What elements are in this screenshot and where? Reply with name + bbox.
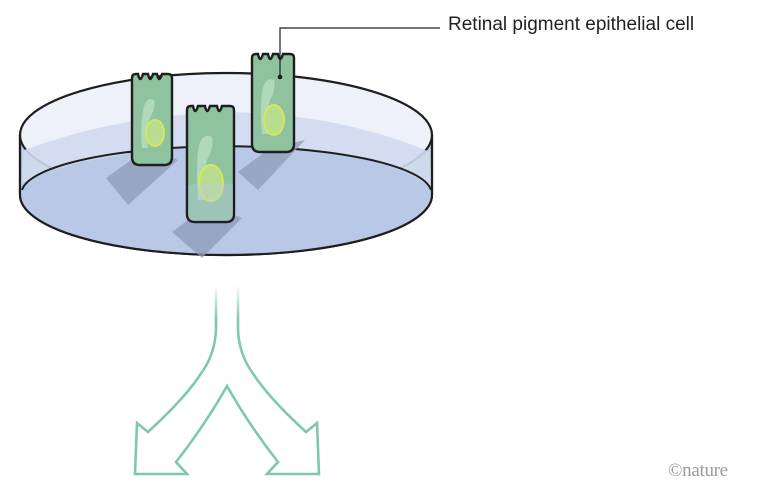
- petri-dish: [18, 71, 434, 257]
- cell-submerged-tint: [188, 182, 233, 221]
- rpe-cell: [130, 72, 174, 167]
- nucleus: [198, 164, 224, 202]
- diverging-arrow-icon: [133, 285, 321, 476]
- dish-outer-bottom: [18, 194, 434, 257]
- nucleus: [145, 119, 165, 147]
- nucleus: [263, 104, 285, 136]
- cell-body: [250, 52, 296, 154]
- rpe-cell: [185, 104, 236, 224]
- label-leader: [277, 27, 440, 80]
- cell-label: Retinal pigment epithelial cell: [448, 14, 695, 35]
- rpe-cell-labelled: [250, 52, 296, 154]
- nature-credit: ©nature: [668, 460, 728, 481]
- cell-body: [130, 72, 174, 167]
